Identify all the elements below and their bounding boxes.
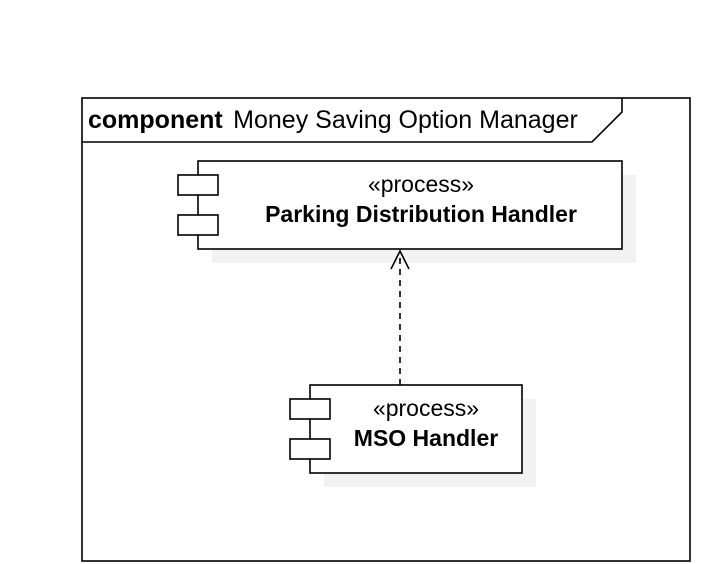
- component-stereotype: «process»: [373, 395, 479, 421]
- component-stereotype: «process»: [368, 171, 474, 197]
- dependency-arrow[interactable]: [390, 249, 410, 385]
- component-port-icon: [177, 174, 219, 196]
- frame-name: Money Saving Option Manager: [233, 106, 578, 134]
- component-port-icon: [289, 438, 331, 460]
- component-name: Parking Distribution Handler: [265, 201, 577, 227]
- component-body: [197, 160, 623, 250]
- component-body: [309, 384, 523, 474]
- arrowhead-icon: [390, 249, 410, 270]
- component-parking-distribution-handler[interactable]: «process» Parking Distribution Handler: [177, 160, 636, 263]
- frame-title: component Money Saving Option Manager: [88, 106, 578, 134]
- component-port-icon: [289, 398, 331, 420]
- frame-name-tab: [82, 98, 623, 143]
- component-name: MSO Handler: [354, 425, 498, 451]
- frame-keyword: component: [88, 106, 223, 134]
- component-mso-handler[interactable]: «process» MSO Handler: [289, 384, 536, 487]
- component-port-icon: [177, 214, 219, 236]
